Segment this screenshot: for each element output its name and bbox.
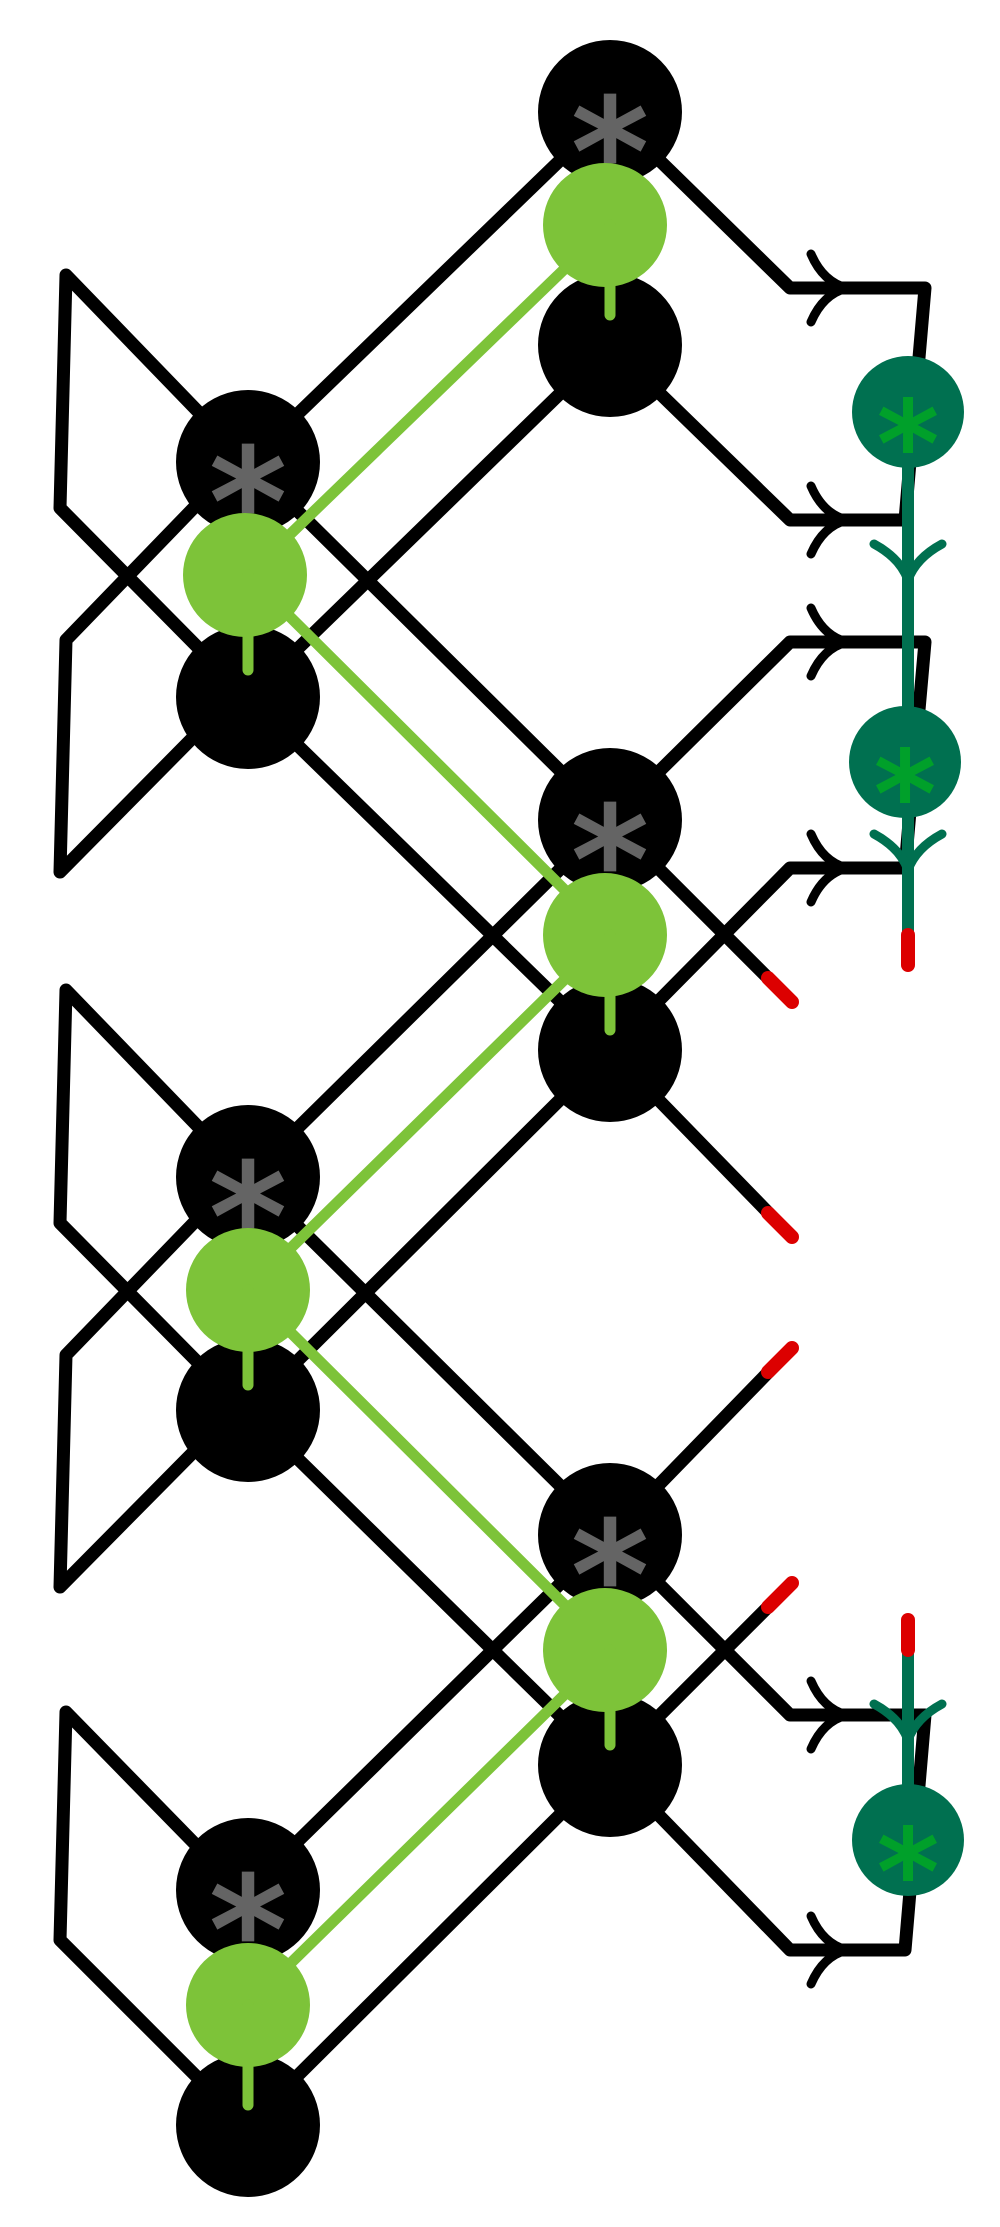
branch-arrow-icon bbox=[806, 1676, 852, 1754]
green-wire bbox=[242, 929, 616, 1296]
red-tip-icon bbox=[761, 971, 799, 1009]
diagonal-wire bbox=[241, 1758, 617, 2132]
teal-star-node bbox=[852, 1784, 964, 1896]
node-layer: ********* bbox=[176, 40, 964, 2197]
branch-arrow-icon bbox=[806, 603, 852, 681]
branch-arrow-icon bbox=[869, 1699, 947, 1745]
left-loop-wire bbox=[53, 983, 247, 1412]
asterisk-icon: * bbox=[877, 1804, 940, 1943]
black-node bbox=[538, 978, 682, 1122]
black-node bbox=[538, 1693, 682, 1837]
teal-star-node bbox=[852, 356, 964, 468]
asterisk-icon: * bbox=[874, 726, 937, 865]
black-star-node bbox=[176, 1105, 320, 1249]
black-star-node bbox=[176, 390, 320, 534]
black-star-node bbox=[538, 40, 682, 184]
teal-star-node bbox=[849, 706, 961, 818]
red-tip-icon bbox=[761, 1341, 799, 1379]
branch-arrow-icon bbox=[869, 539, 947, 585]
branch-arrow-icon bbox=[806, 829, 852, 907]
black-star-node bbox=[176, 1818, 320, 1962]
green-wire bbox=[242, 1644, 616, 2011]
branch-arrow-icon bbox=[806, 1911, 852, 1989]
red-tip-icon bbox=[761, 1206, 799, 1244]
left-loop-wire bbox=[53, 1168, 247, 1594]
red-tip-icon bbox=[761, 1576, 799, 1614]
left-loop-wire bbox=[53, 268, 247, 697]
black-node bbox=[176, 2053, 320, 2197]
asterisk-icon: * bbox=[877, 376, 940, 515]
black-node bbox=[176, 1338, 320, 1482]
diagonal-wire bbox=[241, 105, 617, 469]
black-node bbox=[176, 625, 320, 769]
branch-arrow-icon bbox=[869, 829, 947, 875]
left-loop-wire bbox=[53, 453, 247, 879]
left-loop-wire bbox=[53, 1705, 247, 2127]
branch-arrow-icon bbox=[806, 249, 852, 327]
branch-arrow-icon bbox=[806, 481, 852, 559]
black-star-node bbox=[538, 748, 682, 892]
green-wire bbox=[242, 219, 616, 581]
green-wire bbox=[242, 1284, 616, 1656]
black-node bbox=[538, 273, 682, 417]
black-star-node bbox=[538, 1463, 682, 1607]
green-wire bbox=[242, 569, 616, 941]
